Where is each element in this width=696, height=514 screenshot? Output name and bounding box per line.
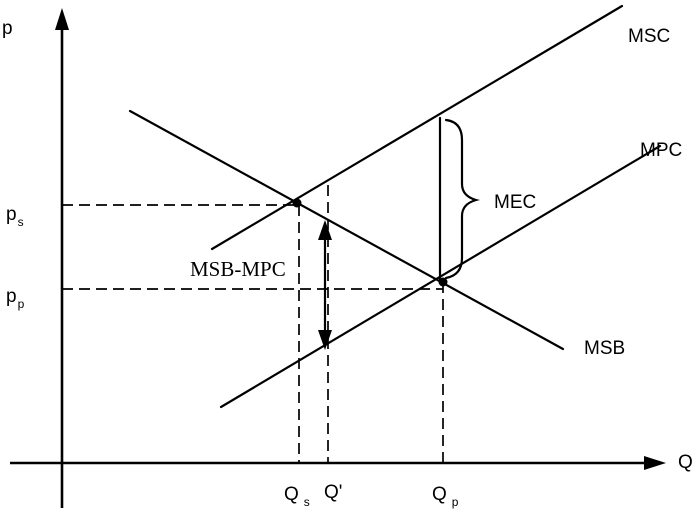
x-axis — [10, 456, 666, 470]
msc-label: MSC — [628, 26, 670, 47]
y-axis — [55, 8, 69, 508]
msb-label: MSB — [584, 338, 625, 359]
social-optimum-point — [292, 198, 302, 208]
mec-brace — [444, 118, 480, 280]
private-equilibrium-point — [438, 277, 448, 287]
msc-curve — [210, 4, 624, 251]
msb-mpc-label: MSB-MPC — [190, 257, 286, 281]
qprime-tick-label: Q' — [324, 482, 342, 503]
mec-label: MEC — [494, 192, 536, 213]
ps-tick-label: ps — [6, 204, 24, 229]
pp-tick-label: pp — [6, 286, 25, 311]
y-axis-label: p — [2, 18, 13, 39]
guide-lines — [62, 185, 444, 463]
mpc-label: MPC — [640, 140, 682, 161]
msb-curve — [128, 109, 565, 351]
msb-mpc-arrow — [318, 220, 332, 350]
x-axis-label: Q — [678, 452, 693, 473]
